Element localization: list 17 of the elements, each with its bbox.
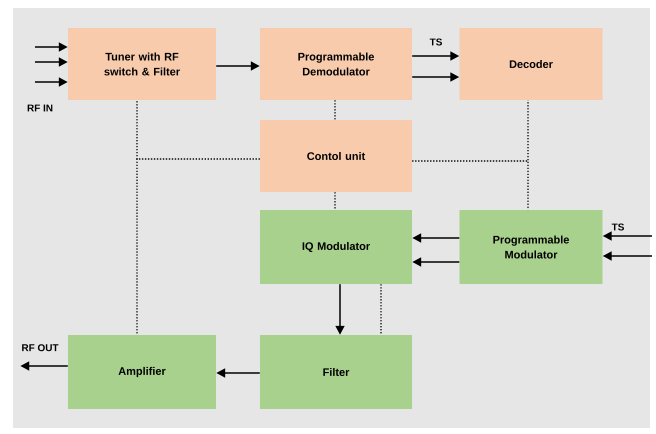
block-box: Programmable Demodulator (260, 28, 412, 100)
block-box: Programmable Modulator (460, 210, 602, 284)
connector-line (334, 192, 336, 210)
block-box: Contol unit (260, 120, 412, 192)
connector-line (412, 160, 529, 210)
block-box: Filter (260, 335, 412, 409)
block-box: Amplifier (68, 335, 216, 409)
connector-line (334, 100, 336, 120)
edge-label: TS (612, 223, 624, 231)
port-label: RF IN (28, 104, 52, 112)
edge-label: TS (430, 38, 442, 46)
port-label: RF OUT (22, 344, 58, 352)
block-box: Decoder (460, 28, 602, 100)
block-box: Tuner with RF switch & Filter (68, 28, 216, 100)
connector-line (136, 158, 260, 335)
connector-line (380, 284, 382, 335)
block-box: IQ Modulator (260, 210, 412, 284)
